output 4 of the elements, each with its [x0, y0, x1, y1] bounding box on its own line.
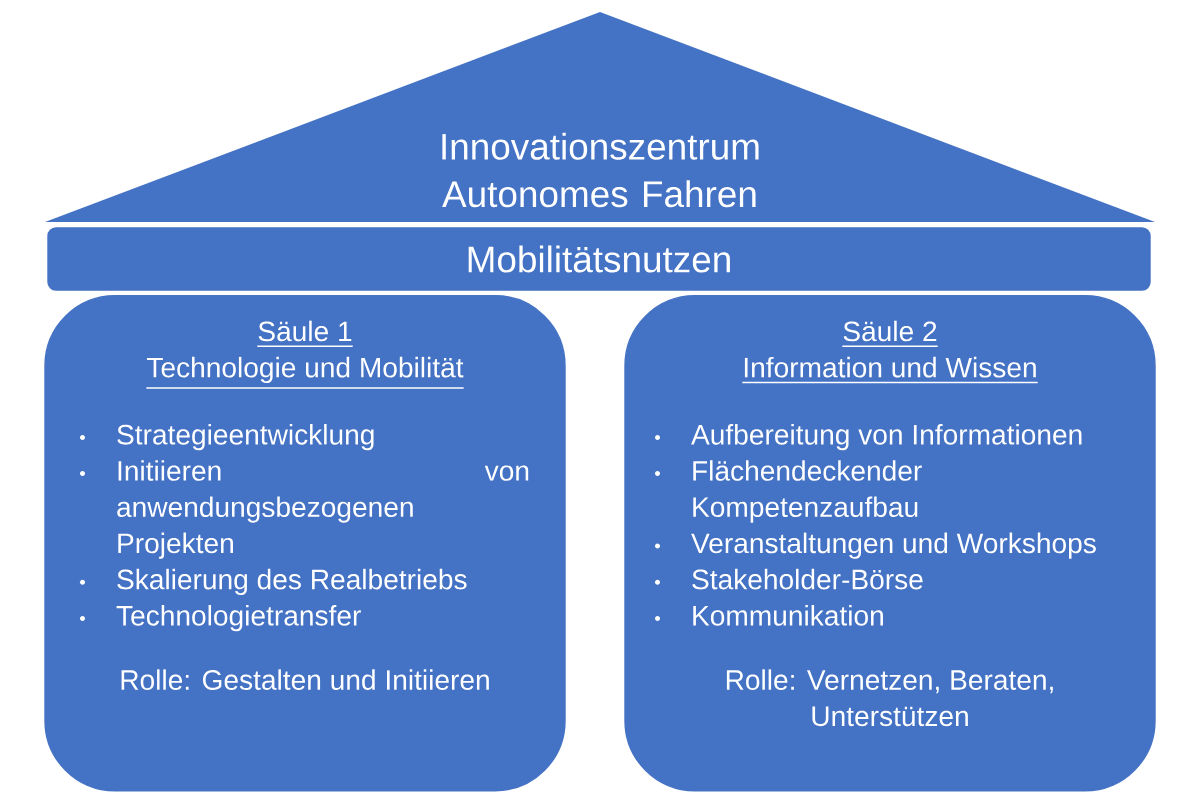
header-band: Mobilitätsnutzen: [47, 227, 1151, 291]
pillar-box: Säule 2 Information und Wissen Aufbereitung von Informationen Flächendeckender Kompetenzaufbau Veranstaltungen und Workshops Stakeholder-Börse Kommunikation Rolle: Vernetzen, Beraten, Unterstützen: [624, 294, 1156, 792]
pillar-box: Säule 1 Technologie und Mobilität Strategieentwicklung Initiieren von anwendungsbezogenen Projekten Skalierung des Realbetriebs Technologietransfer Rolle: Gestalten und Initiieren: [44, 294, 566, 792]
roof-triangle: Innovationszentrum Autonomes Fahren: [45, 12, 1155, 222]
